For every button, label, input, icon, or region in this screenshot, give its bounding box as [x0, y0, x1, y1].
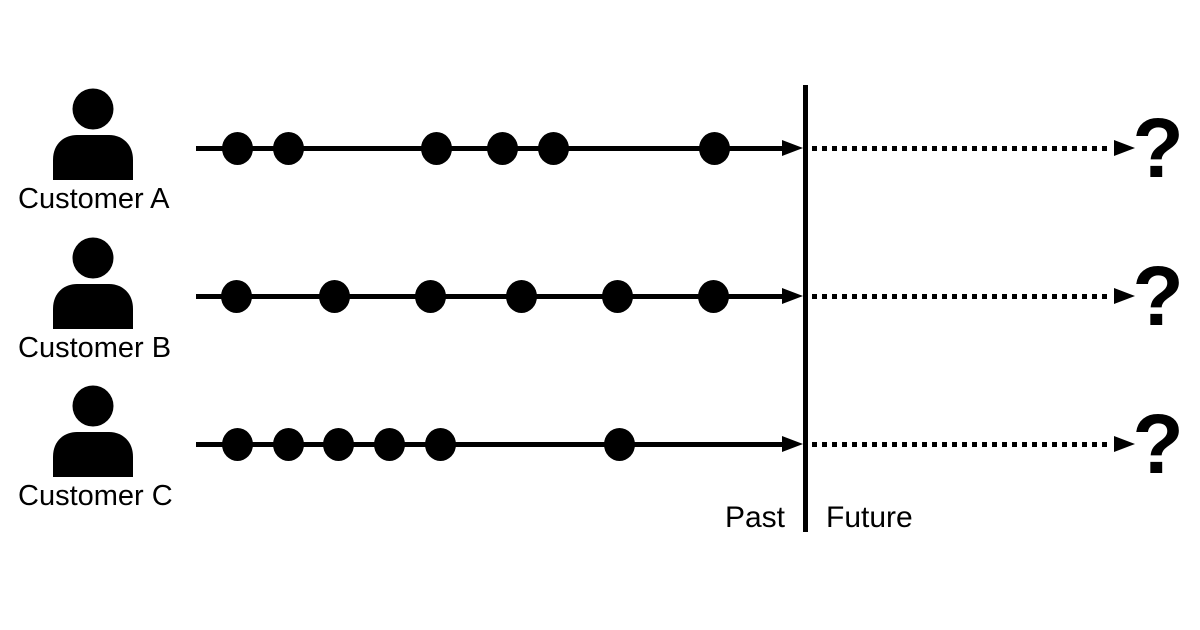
person-icon	[53, 88, 133, 180]
future-arrowhead	[1114, 436, 1135, 452]
purchase-event-dot	[486, 131, 518, 165]
future-label: Future	[826, 501, 913, 534]
purchase-event-dot	[221, 428, 253, 461]
purchase-event-dot	[420, 131, 452, 165]
future-question-mark: ?	[1132, 397, 1184, 491]
customer-label: Customer B	[18, 331, 172, 364]
future-arrowhead	[1114, 139, 1135, 156]
person-icon	[53, 385, 133, 477]
person-icon	[53, 237, 133, 329]
purchase-event-dot	[272, 131, 304, 165]
customer-label: Customer A	[18, 183, 170, 215]
past-label: Past	[724, 501, 785, 534]
purchase-event-dot	[414, 280, 446, 313]
purchase-event-dot	[505, 280, 537, 313]
purchase-event-dot	[537, 131, 569, 165]
purchase-event-dot	[698, 131, 730, 165]
past-arrowhead	[782, 436, 803, 452]
past-timeline-line	[196, 442, 783, 447]
purchase-event-dot	[272, 428, 304, 461]
past-future-divider-line	[803, 85, 808, 532]
purchase-event-dot	[221, 131, 253, 165]
purchase-event-dot	[601, 280, 633, 313]
future-question-mark: ?	[1132, 100, 1184, 195]
past-arrowhead	[782, 288, 803, 304]
future-arrowhead	[1114, 288, 1135, 304]
purchase-event-dot	[322, 428, 354, 461]
customer-label: Customer C	[18, 479, 173, 512]
future-dotted-line	[812, 145, 1112, 151]
purchase-event-dot	[424, 428, 456, 461]
future-dotted-line	[812, 294, 1112, 299]
future-question-mark: ?	[1132, 249, 1184, 343]
purchase-event-dot	[220, 280, 252, 313]
purchase-event-dot	[318, 280, 350, 313]
future-dotted-line	[812, 442, 1112, 447]
purchase-event-dot	[603, 428, 635, 461]
past-timeline-line	[196, 294, 783, 299]
purchase-event-dot	[373, 428, 405, 461]
purchase-event-dot	[697, 280, 729, 313]
past-arrowhead	[782, 139, 803, 156]
